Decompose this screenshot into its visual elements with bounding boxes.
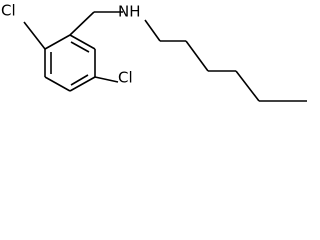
ring-double-bond-a <box>70 41 90 53</box>
bond-ring-to-methylene <box>69 11 95 36</box>
chlorine-bottom-label: Cl <box>118 69 133 87</box>
ring-bond-3-4 <box>69 76 96 92</box>
bond-ring-to-chlorine-bottom <box>94 76 119 83</box>
ring-bond-6-1 <box>44 34 71 50</box>
substituent-bonds <box>23 11 123 83</box>
bond-ring-to-chlorine-top <box>23 21 46 50</box>
chlorine-top-label: Cl <box>1 2 16 20</box>
ring-bond-4-5 <box>44 76 71 92</box>
ring-double-bond-b <box>70 74 89 86</box>
chain-bond-3 <box>185 40 209 72</box>
ring-bond-1-2 <box>69 34 96 50</box>
chain-bond-1 <box>144 19 161 42</box>
amine-nitrogen-label: NH <box>118 3 141 21</box>
hexyl-chain <box>144 19 307 102</box>
benzene-ring <box>44 34 96 92</box>
structure-svg: Cl NH Cl <box>1 2 307 102</box>
molecule-diagram: Cl NH Cl <box>0 0 316 115</box>
chain-bond-5 <box>235 70 260 102</box>
